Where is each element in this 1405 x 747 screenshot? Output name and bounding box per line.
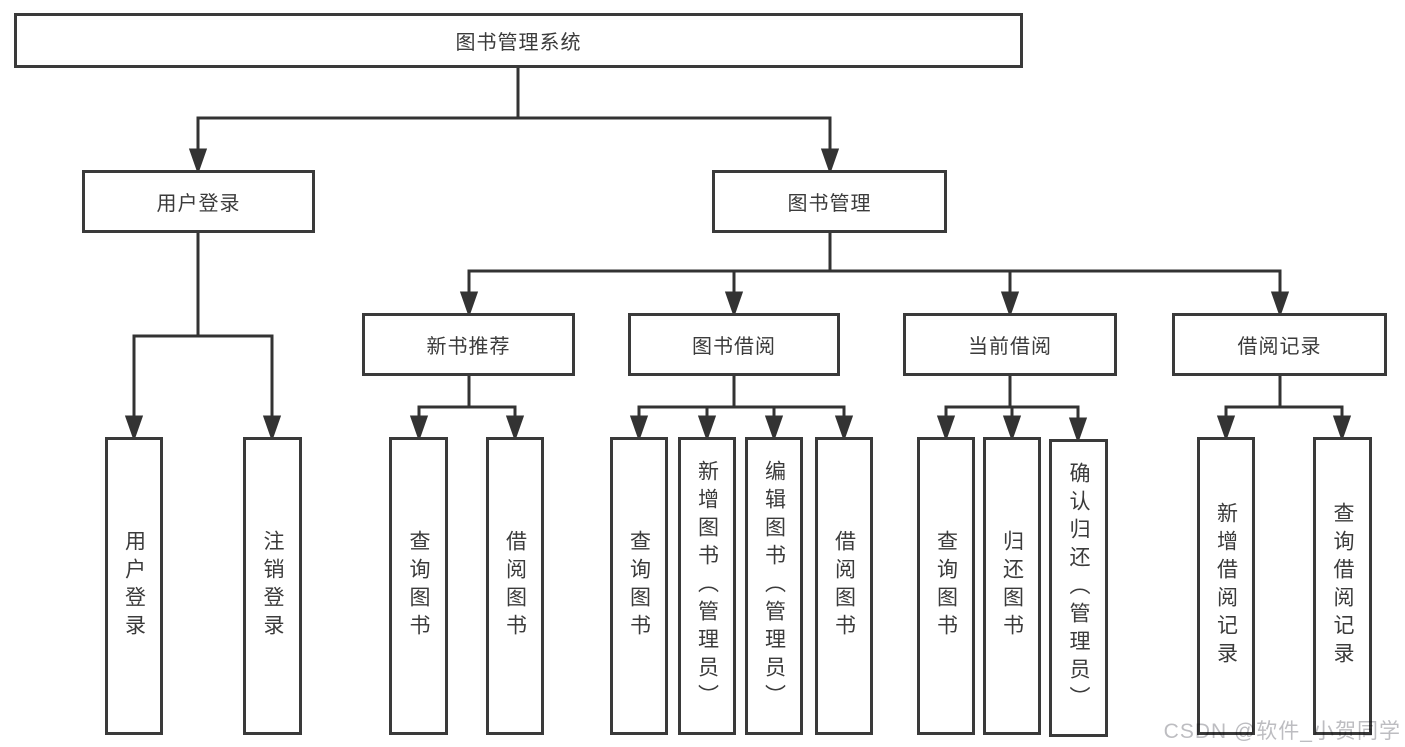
node-user-login-label: 用户登录: [156, 193, 241, 215]
leaf-query-books-1: 查询图书: [389, 437, 448, 735]
node-current-borrow: 当前借阅: [903, 313, 1117, 376]
connector-borrow-records-to-leaves: [1216, 376, 1352, 442]
leaf-borrow-books-2: 借阅图书: [815, 437, 873, 735]
node-book-management-label: 图书管理: [787, 193, 872, 215]
node-book-management: 图书管理: [712, 170, 947, 233]
leaf-edit-book-admin-label: 编辑图书（管理员）: [762, 460, 786, 712]
leaf-user-login-label: 用户登录: [122, 530, 146, 642]
leaf-return-book: 归还图书: [983, 437, 1041, 735]
node-user-login: 用户登录: [82, 170, 315, 233]
leaf-query-books-3-label: 查询图书: [934, 530, 958, 642]
connector-current-borrow-to-leaves: [936, 376, 1088, 444]
node-root: 图书管理系统: [14, 13, 1023, 68]
leaf-user-login: 用户登录: [105, 437, 163, 735]
leaf-query-borrow-record-label: 查询借阅记录: [1331, 502, 1354, 670]
leaf-logout-label: 注销登录: [261, 530, 284, 642]
leaf-query-books-3: 查询图书: [917, 437, 975, 735]
node-book-borrow-label: 图书借阅: [692, 336, 776, 358]
leaf-query-books-1-label: 查询图书: [407, 530, 430, 642]
leaf-confirm-return-admin-label: 确认归还（管理员）: [1067, 462, 1090, 714]
leaf-confirm-return-admin: 确认归还（管理员）: [1049, 439, 1108, 737]
connector-root-to-level2: [188, 68, 840, 175]
leaf-add-book-admin-label: 新增图书（管理员）: [695, 460, 719, 712]
connector-book-borrow-to-leaves: [629, 376, 854, 442]
leaf-borrow-books-2-label: 借阅图书: [832, 530, 856, 642]
leaf-query-books-2: 查询图书: [610, 437, 668, 735]
leaf-borrow-books-1: 借阅图书: [486, 437, 544, 735]
leaf-logout: 注销登录: [243, 437, 302, 735]
leaf-query-books-2-label: 查询图书: [627, 530, 651, 642]
node-new-book-recommend-label: 新书推荐: [426, 336, 511, 358]
leaf-add-borrow-record-label: 新增借阅记录: [1214, 502, 1238, 670]
node-current-borrow-label: 当前借阅: [968, 336, 1052, 358]
node-book-borrow: 图书借阅: [628, 313, 840, 376]
leaf-borrow-books-1-label: 借阅图书: [503, 530, 527, 642]
csdn-watermark: CSDN @软件_小贺同学: [1163, 720, 1401, 743]
leaf-query-borrow-record: 查询借阅记录: [1313, 437, 1372, 735]
connector-user-login-to-leaves: [124, 233, 282, 442]
leaf-add-borrow-record: 新增借阅记录: [1197, 437, 1255, 735]
leaf-return-book-label: 归还图书: [1000, 530, 1024, 642]
connector-new-book-to-leaves: [409, 376, 525, 442]
leaf-edit-book-admin: 编辑图书（管理员）: [745, 437, 803, 735]
connector-book-management-to-level3: [459, 233, 1290, 318]
node-root-label: 图书管理系统: [455, 32, 582, 54]
node-new-book-recommend: 新书推荐: [362, 313, 575, 376]
node-borrow-records: 借阅记录: [1172, 313, 1387, 376]
leaf-add-book-admin: 新增图书（管理员）: [678, 437, 736, 735]
node-borrow-records-label: 借阅记录: [1237, 336, 1322, 358]
